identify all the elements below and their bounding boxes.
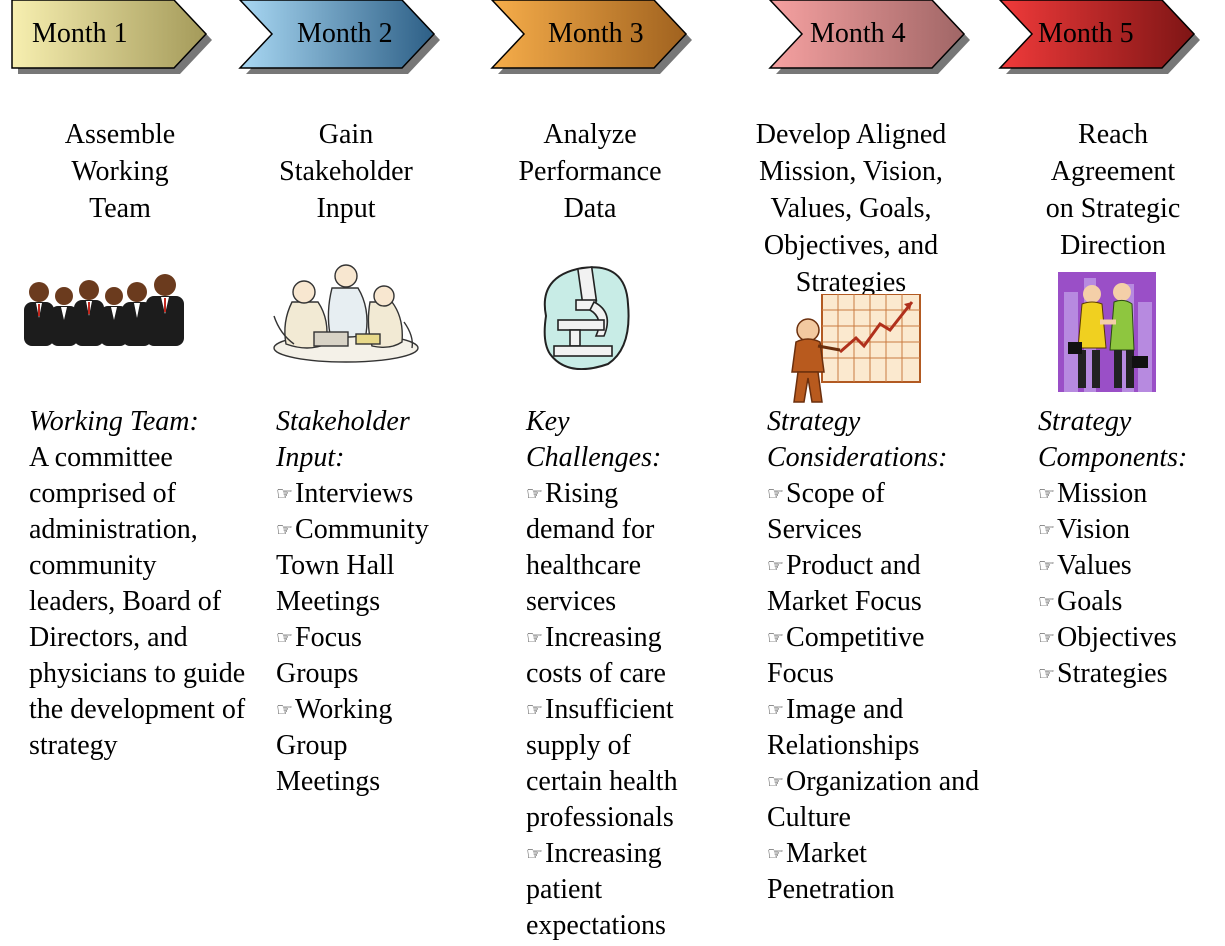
phase-1-title: Assemble Working Team [64,119,176,224]
chevron-month-3-label: Month 3 [548,18,644,49]
phase-4-bullet: ☞Image and Relationships [767,692,1027,764]
pointing-hand-icon: ☞ [276,699,294,721]
chevron-month-5: Month 5 [998,0,1200,74]
phase-3-bullet: ☞Rising demand for healthcare services [526,476,746,620]
bullet-text: Increasing patient expectations [526,838,666,941]
bullet-text: Strategies [1057,658,1168,689]
pointing-hand-icon: ☞ [526,843,544,865]
phase-3-details: Key Challenges: ☞Rising demand for healt… [526,404,746,944]
phase-5-title: Reach Agreement on Strategic Direction [1045,119,1181,261]
phase-5-bullet: ☞Values [1038,548,1223,584]
bullet-text: Vision [1057,514,1131,545]
phase-5-details: Strategy Components: ☞Mission ☞Vision ☞V… [1038,404,1223,692]
phase-3-bullet: ☞Increasing costs of care [526,620,746,692]
phase-5-heading: Strategy Components: [1038,406,1188,473]
bullet-text: Insufficient supply of certain health pr… [526,694,678,833]
phase-2-bullet: ☞Community Town Hall Meetings [276,512,496,620]
pointing-hand-icon: ☞ [276,627,294,649]
chevron-month-1-shape [11,0,212,74]
microscope-icon [543,266,630,370]
phase-2-bullet: ☞Focus Groups [276,620,496,692]
phase-4-bullet: ☞Scope of Services [767,476,1027,548]
bullet-text: Focus Groups [276,622,362,689]
phase-2-heading: Stakeholder Input: [276,406,410,473]
chevron-month-2-label: Month 2 [297,18,393,49]
phase-3-title: Analyze Performance Data [518,119,662,224]
bullet-text: Product and Market Focus [767,550,922,617]
phase-4-bullet: ☞Organization and Culture [767,764,1027,836]
pointing-hand-icon: ☞ [526,699,544,721]
bullet-text: Working Group Meetings [276,694,393,797]
phase-1-details: Working Team: A committee comprised of a… [29,404,249,764]
pointing-hand-icon: ☞ [1038,555,1056,577]
bullet-text: Scope of Services [767,478,885,545]
bullet-text: Increasing costs of care [526,622,666,689]
bullet-text: Organization and Culture [767,766,980,833]
chevron-month-5-shape [998,0,1200,74]
pointing-hand-icon: ☞ [1038,519,1056,541]
pointing-hand-icon: ☞ [276,519,294,541]
phase-1-description: A committee comprised of administration,… [29,442,246,761]
phase-5-bullet: ☞Vision [1038,512,1223,548]
phase-5-bullet: ☞Strategies [1038,656,1223,692]
phase-3-heading: Key Challenges: [526,406,662,473]
bullet-text: Interviews [295,478,414,509]
phase-4-title: Develop Aligned Mission, Vision, Values,… [755,119,947,298]
phase-5-bullet: ☞Objectives [1038,620,1223,656]
chevron-month-5-label: Month 5 [1038,18,1134,49]
chevron-month-4-shape [768,0,970,74]
pointing-hand-icon: ☞ [1038,627,1056,649]
pointing-hand-icon: ☞ [526,627,544,649]
people-meeting-icon [273,264,419,363]
pointing-hand-icon: ☞ [767,627,785,649]
phase-4-details: Strategy Considerations: ☞Scope of Servi… [767,404,1027,908]
pointing-hand-icon: ☞ [767,771,785,793]
phase-3-bullet: ☞Insufficient supply of certain health p… [526,692,746,836]
bullet-text: Competitive Focus [767,622,925,689]
chevron-month-3-shape [490,0,692,74]
chevron-month-2-shape [238,0,440,74]
phase-2-bullet: ☞Working Group Meetings [276,692,496,800]
phase-4-heading: Strategy Considerations: [767,406,948,473]
phase-2-bullet: ☞Interviews [276,476,496,512]
pointing-hand-icon: ☞ [1038,663,1056,685]
bullet-text: Market Penetration [767,838,895,905]
bullet-text: Mission [1057,478,1148,509]
chevron-month-1: Month 1 [11,0,212,74]
phase-2-details: Stakeholder Input: ☞Interviews ☞Communit… [276,404,496,800]
bullet-text: Image and Relationships [767,694,920,761]
pointing-hand-icon: ☞ [767,555,785,577]
chevron-month-4-label: Month 4 [810,18,906,49]
bullet-text: Values [1057,550,1132,581]
presenter-with-chart-icon [791,294,921,403]
chevron-month-2: Month 2 [238,0,440,74]
pointing-hand-icon: ☞ [767,843,785,865]
phase-5-bullet: ☞Mission [1038,476,1223,512]
pointing-hand-icon: ☞ [526,483,544,505]
phase-5-bullet: ☞Goals [1038,584,1223,620]
phase-4-bullet: ☞Market Penetration [767,836,1027,908]
phase-2-title: Gain Stakeholder Input [279,119,413,224]
chevron-month-3: Month 3 [490,0,692,74]
pointing-hand-icon: ☞ [276,483,294,505]
phase-3-bullet: ☞Increasing patient expectations [526,836,746,944]
bullet-text: Goals [1057,586,1123,617]
bullet-text: Rising demand for healthcare services [526,478,655,617]
chevron-month-4: Month 4 [768,0,970,74]
bullet-text: Community Town Hall Meetings [276,514,429,617]
pointing-hand-icon: ☞ [1038,591,1056,613]
bullet-text: Objectives [1057,622,1177,653]
chevron-month-1-label: Month 1 [32,18,128,49]
phase-1-heading: Working Team: [29,406,199,437]
team-of-people-icon [24,274,184,346]
phase-4-bullet: ☞Product and Market Focus [767,548,1027,620]
pointing-hand-icon: ☞ [1038,483,1056,505]
pointing-hand-icon: ☞ [767,699,785,721]
phase-4-bullet: ☞Competitive Focus [767,620,1027,692]
handshake-icon [1058,272,1156,392]
pointing-hand-icon: ☞ [767,483,785,505]
